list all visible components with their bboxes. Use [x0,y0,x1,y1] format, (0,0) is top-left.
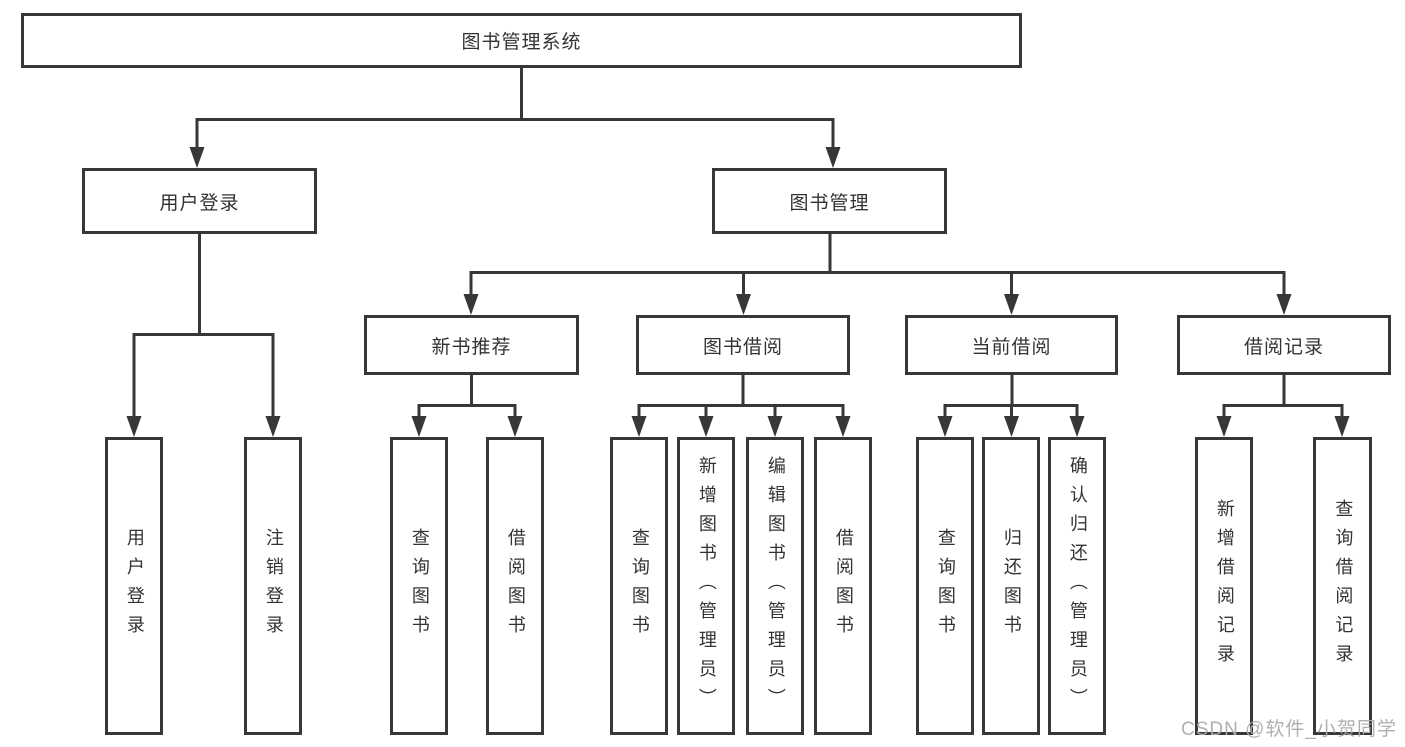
leaf-borrow-books: 借阅图书 [814,437,872,735]
node-user-login: 用户登录 [82,168,317,234]
node-root: 图书管理系统 [21,13,1022,68]
arrow-head [126,416,142,437]
arrow-head [631,416,647,437]
connector-newbook-children [417,375,517,419]
leaf-logout: 注销登录 [244,437,302,735]
arrow-head [835,416,851,437]
node-book-management: 图书管理 [712,168,947,234]
connector-root-to-level2 [195,68,835,150]
leaf-newbook-borrow-books: 借阅图书 [486,437,544,735]
connector-userlogin-children [132,234,275,419]
node-root-label: 图书管理系统 [461,32,582,53]
leaf-add-borrow-record: 新增借阅记录 [1195,437,1253,735]
leaf-newbook-query-books: 查询图书 [390,437,448,735]
leaf-add-books-admin-label: 新增图书（管理员） [696,455,717,717]
leaf-return-books-label: 归还图书 [1001,528,1022,644]
leaf-confirm-return-admin: 确认归还（管理员） [1048,437,1106,735]
arrow-head [736,294,751,315]
connector-borrow-children [637,375,845,419]
arrow-head [767,416,783,437]
arrow-head [1216,416,1232,437]
leaf-current-query-books: 查询图书 [916,437,974,735]
leaf-newbook-borrow-books-label: 借阅图书 [505,528,526,644]
node-new-book-recommend-label: 新书推荐 [431,336,512,358]
node-book-borrow-label: 图书借阅 [702,336,783,358]
leaf-edit-books-admin-label: 编辑图书（管理员） [765,455,786,717]
leaf-add-borrow-record-label: 新增借阅记录 [1214,499,1235,673]
arrow-head [1334,416,1350,437]
node-book-borrow: 图书借阅 [636,315,850,375]
node-new-book-recommend: 新书推荐 [364,315,579,375]
leaf-query-borrow-record-label: 查询借阅记录 [1333,499,1354,673]
leaf-query-borrow-record: 查询借阅记录 [1313,437,1372,735]
leaf-add-books-admin: 新增图书（管理员） [677,437,735,735]
leaf-return-books: 归还图书 [982,437,1040,735]
leaf-user-login: 用户登录 [105,437,163,735]
arrow-head [937,416,953,437]
leaf-logout-label: 注销登录 [263,528,284,644]
leaf-borrow-query-books-label: 查询图书 [629,528,650,644]
leaf-borrow-books-label: 借阅图书 [833,528,854,644]
leaf-newbook-query-books-label: 查询图书 [409,528,430,644]
arrow-head [1276,294,1292,315]
arrow-head [1004,294,1019,315]
arrow-head [698,416,714,437]
arrow-head [189,147,205,168]
node-current-borrow: 当前借阅 [905,315,1118,375]
arrow-head [463,294,479,315]
arrow-head [1069,416,1085,437]
connector-record-children [1222,375,1344,419]
leaf-edit-books-admin: 编辑图书（管理员） [746,437,804,735]
leaf-borrow-query-books: 查询图书 [610,437,668,735]
arrow-head [265,416,281,437]
node-current-borrow-label: 当前借阅 [971,336,1052,358]
watermark: CSDN @软件_小贺同学 [1181,719,1397,740]
node-borrow-records: 借阅记录 [1177,315,1391,375]
arrow-head [825,147,841,168]
node-borrow-records-label: 借阅记录 [1243,336,1324,358]
arrow-head [1004,416,1019,437]
leaf-user-login-label: 用户登录 [124,528,145,644]
node-book-management-label: 图书管理 [789,192,870,214]
node-user-login-label: 用户登录 [159,192,240,214]
arrow-head [411,416,427,437]
arrow-head [507,416,523,437]
connector-bookmgmt-to-level3 [469,234,1286,297]
leaf-current-query-books-label: 查询图书 [935,528,956,644]
connector-current-children [943,375,1079,419]
leaf-confirm-return-admin-label: 确认归还（管理员） [1067,455,1088,717]
